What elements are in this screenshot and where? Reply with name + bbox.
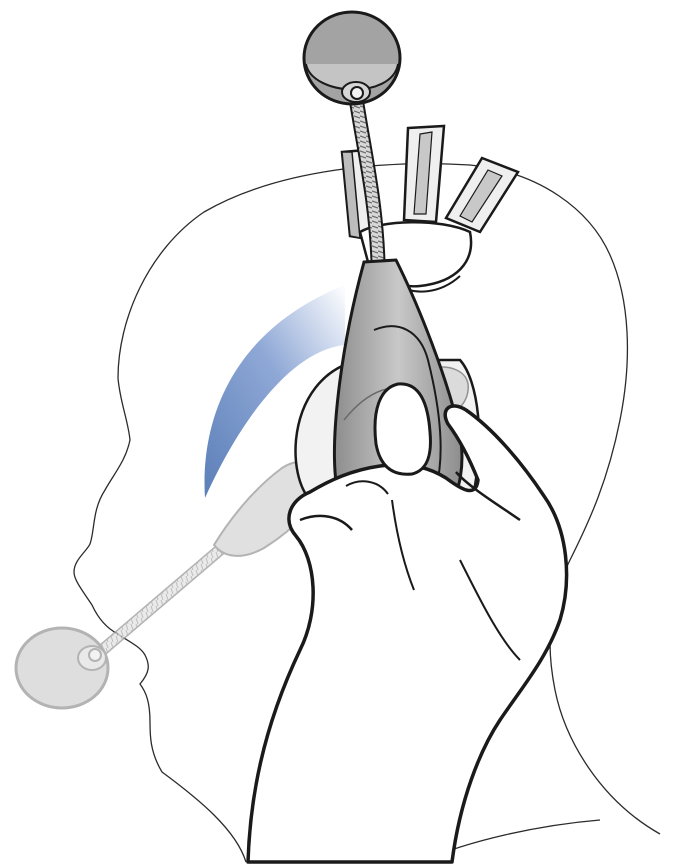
ghost-microphone-icon <box>16 462 330 708</box>
